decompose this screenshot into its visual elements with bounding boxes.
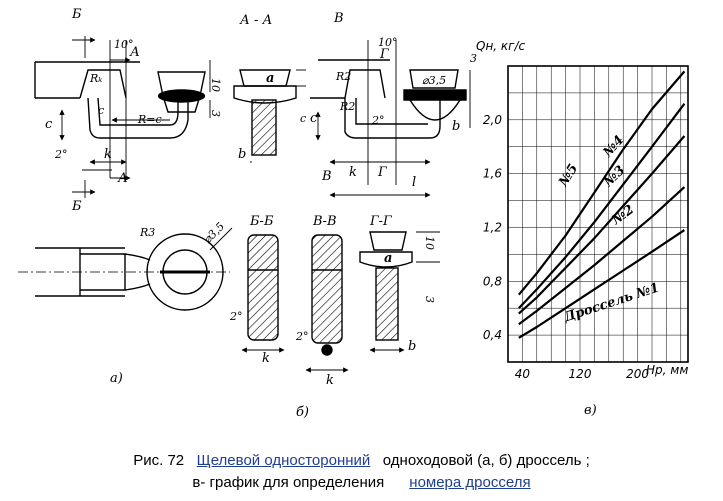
drawing-labels: Б Б А А 10° Rₖ c c 2° k R=c 10 3 А - А a… — [45, 7, 597, 420]
chart-x-tick-label: 200 — [626, 367, 649, 381]
drawing-v-elevation — [310, 40, 441, 198]
label-r2-top: R2 — [335, 70, 351, 83]
label-angle-10-a: 10° — [114, 38, 134, 51]
chart-series-line-5 — [517, 70, 686, 296]
label-k-a: k — [104, 147, 112, 162]
figure-canvas: Б Б А А 10° Rₖ c c 2° k R=c 10 3 А - А a… — [18, 7, 689, 420]
chart-series — [517, 70, 686, 339]
chart-series-label-1: Дроссель №1 — [561, 281, 661, 326]
chart-series-label-3: №3 — [600, 163, 628, 191]
caption-line2-prefix: в- график для определения — [192, 474, 385, 491]
chart-grid — [507, 65, 689, 363]
label-a-aa: a — [266, 71, 274, 86]
label-dim-10-a: 10 — [209, 78, 222, 92]
label-mark-a-top: А — [129, 45, 140, 60]
caption-link-throttle-number[interactable]: номера дросселя — [409, 474, 531, 491]
label-c-small: c — [98, 104, 104, 117]
label-d35-a: ⌀3,5 — [201, 220, 227, 246]
label-r2-mid: R2 — [339, 100, 355, 113]
label-mark-g-bottom: Г — [377, 165, 387, 180]
chart-x-axis-label: Hр, мм — [646, 363, 688, 377]
label-dim-3-gg: 3 — [423, 296, 436, 303]
label-b-gg: b — [408, 339, 416, 354]
label-a-gg: a — [384, 251, 392, 266]
label-angle-2-a: 2° — [54, 148, 68, 161]
label-k-v: k — [349, 165, 357, 180]
label-mark-g-top: Г — [379, 47, 389, 62]
label-dim-10-gg: 10 — [423, 236, 436, 250]
figure-caption-line2: в- график для определения номера дроссел… — [0, 474, 723, 491]
drawing-a-head — [157, 60, 211, 118]
caption-prefix: Рис. 72 — [133, 452, 185, 469]
label-angle-10-v: 10° — [378, 36, 398, 49]
label-section-vv: В-В — [312, 214, 337, 229]
drawing-a-plan — [18, 227, 233, 311]
label-rc: R=c — [137, 113, 162, 126]
chart-series-line-1 — [518, 229, 686, 339]
chart-series-label-2: №2 — [609, 202, 637, 228]
section-vv — [305, 234, 349, 373]
label-c-aa: c — [300, 112, 306, 125]
drawing-v-head — [403, 69, 471, 128]
panel-label-a: а) — [110, 371, 123, 386]
figure-caption-line1: Рис. 72 Щелевой односторонний одноходово… — [0, 452, 723, 469]
label-mark-b-bottom: Б — [71, 199, 82, 214]
chart-series-line-3 — [518, 135, 686, 315]
chart-frame — [507, 65, 689, 363]
label-mark-v-bottom: В — [321, 169, 332, 184]
section-gg — [359, 231, 440, 353]
label-mark-b-top: Б — [71, 7, 82, 22]
caption-link-slot-throttle[interactable]: Щелевой односторонний — [196, 452, 371, 469]
chart-series-label-5: №5 — [556, 162, 582, 190]
label-b-aa: b — [238, 147, 246, 162]
label-angle-2-bb: 2° — [229, 310, 243, 323]
label-mark-v-top: В — [333, 11, 344, 26]
chart-throttle-number: 0,4 0,8 1,2 1,6 2,0 40 120 200 Дроссель №1 №2 №3 №… — [476, 39, 689, 381]
drawing-a-elevation — [34, 36, 189, 198]
label-mark-a-bottom: А — [117, 171, 128, 186]
label-b-v: b — [452, 119, 460, 134]
label-dim-3-a: 3 — [209, 110, 222, 117]
label-section-gg: Г-Г — [369, 214, 392, 229]
section-bb — [241, 234, 285, 353]
chart-x-tick-label: 40 — [515, 367, 531, 381]
chart-series-line-4 — [518, 103, 686, 309]
chart-y-tick-label: 2,0 — [483, 113, 502, 127]
chart-y-tick-label: 0,4 — [483, 328, 502, 342]
section-aa — [233, 69, 306, 163]
label-section-aa: А - А — [239, 13, 272, 28]
chart-y-tick-label: 0,8 — [483, 274, 502, 288]
label-c-v: c — [310, 111, 318, 126]
chart-x-tick-label: 120 — [569, 367, 592, 381]
label-c-a: c — [45, 117, 53, 132]
label-d35-v: ⌀3,5 — [422, 74, 446, 87]
label-rk: Rₖ — [89, 72, 102, 85]
panel-label-b: б) — [296, 405, 309, 420]
label-k-bb: k — [262, 351, 270, 366]
label-l: l — [412, 175, 416, 190]
chart-y-tick-label: 1,6 — [483, 167, 502, 181]
label-section-bb: Б-Б — [249, 214, 274, 229]
label-dim-3-v: 3 — [470, 52, 477, 65]
label-r3: R3 — [139, 226, 155, 239]
chart-y-tick-label: 1,2 — [483, 220, 502, 234]
chart-ticks: 0,4 0,8 1,2 1,6 2,0 40 120 200 — [483, 113, 650, 381]
label-angle-2-vv: 2° — [295, 330, 309, 343]
chart-series-line-2 — [518, 186, 686, 326]
caption-rest: одноходовой (а, б) дроссель ; — [382, 452, 590, 469]
panel-label-v: в) — [584, 403, 597, 418]
chart-y-axis-label: Qн, кг/с — [476, 39, 526, 53]
label-k-vv: k — [326, 373, 334, 388]
label-angle-2-v: 2° — [371, 114, 385, 127]
